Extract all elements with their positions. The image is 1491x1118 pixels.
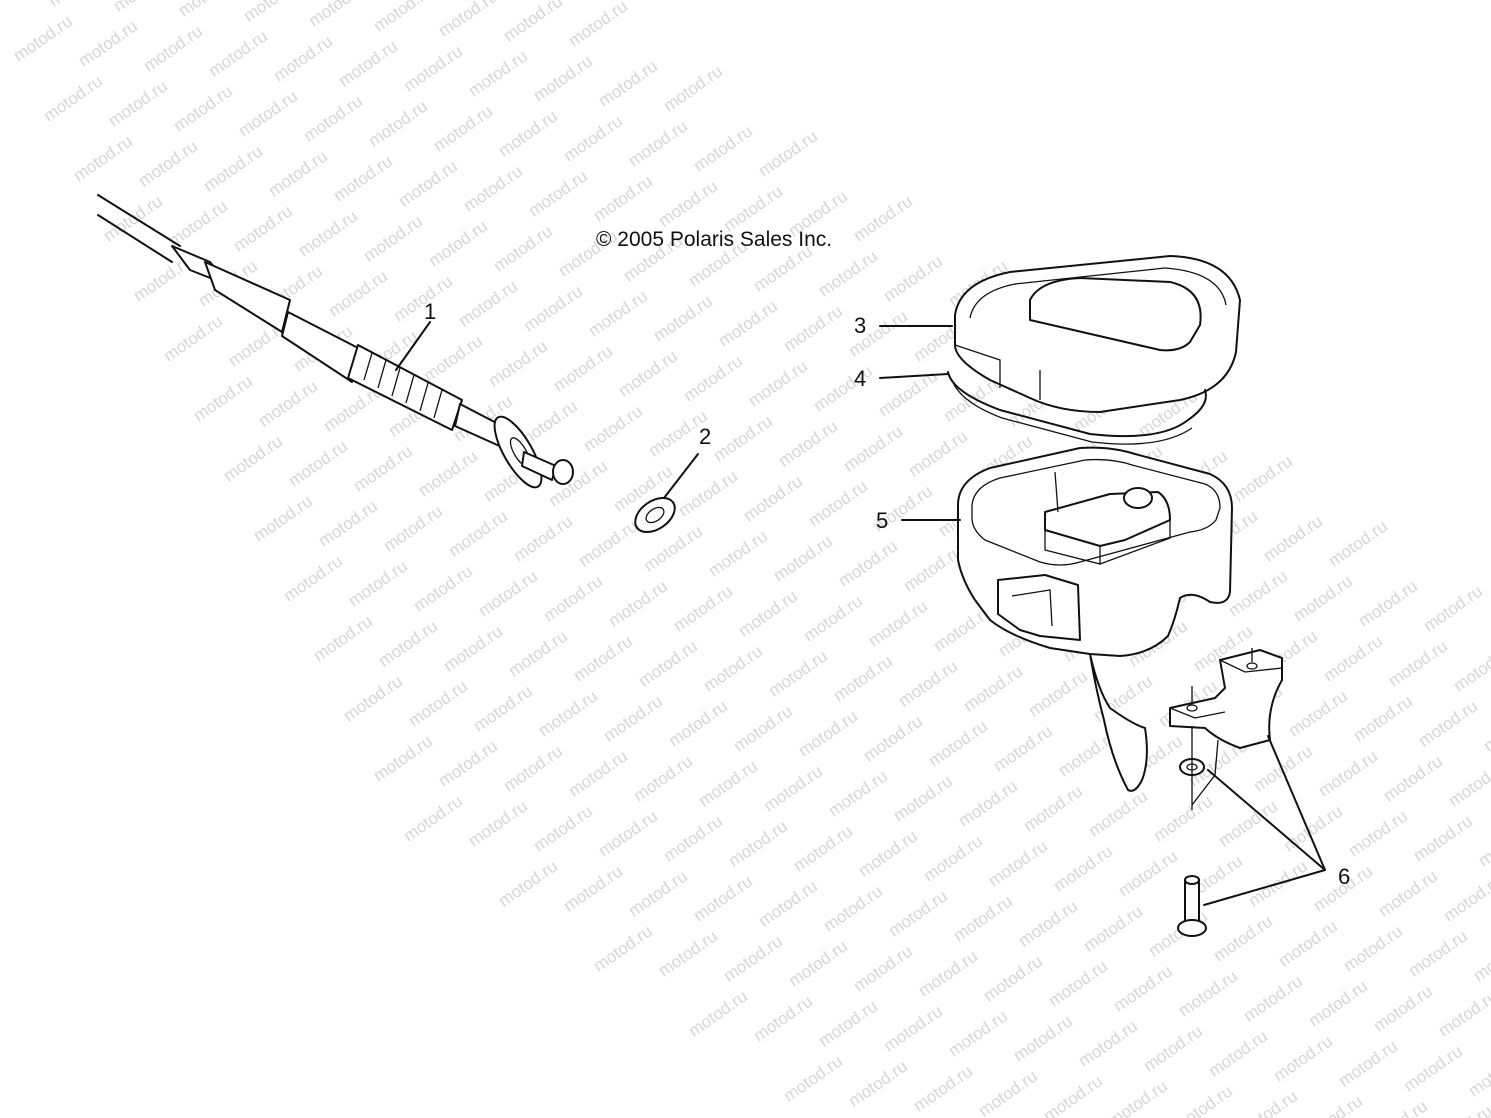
washer (634, 496, 676, 534)
callout-3: 3 (854, 313, 866, 338)
callout-4: 4 (854, 366, 866, 391)
handlebar-clamp (1169, 648, 1283, 749)
leader-1 (395, 321, 431, 371)
callout-6: 6 (1338, 864, 1350, 889)
callout-5: 5 (876, 508, 888, 533)
callout-1: 1 (424, 299, 436, 324)
cover-gasket (947, 371, 1207, 445)
housing-cover (954, 255, 1241, 413)
copyright-text: © 2005 Polaris Sales Inc. (596, 228, 832, 251)
callout-2: 2 (699, 424, 711, 449)
throttle-housing (957, 446, 1233, 792)
leader-6 (1203, 735, 1326, 906)
leader-4 (879, 373, 949, 379)
clamp-screw (1177, 875, 1207, 937)
leader-2 (663, 453, 699, 499)
throttle-cable (97, 194, 574, 489)
